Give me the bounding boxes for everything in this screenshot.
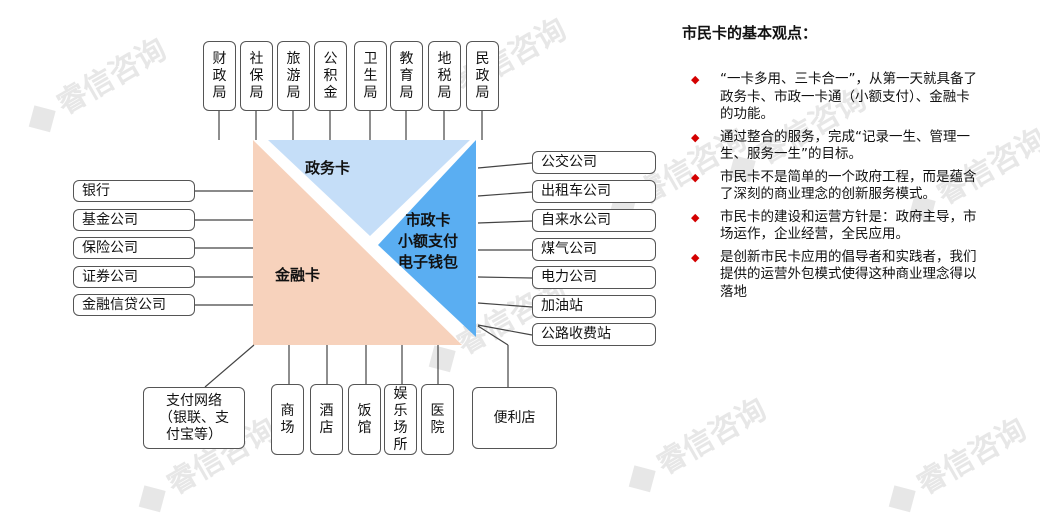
agency-box: 旅 游 局 <box>277 41 310 111</box>
diamond-bullet-icon: ◆ <box>691 250 700 264</box>
agency-box: 卫 生 局 <box>354 41 387 111</box>
service-box: 电力公司 <box>532 266 656 289</box>
municipal-card-triangle <box>378 140 476 337</box>
connector-line <box>477 276 533 279</box>
merchant-box: 饭 馆 <box>348 384 381 455</box>
financial-box: 证券公司 <box>73 266 195 288</box>
diagram-svg <box>195 111 533 388</box>
government-card-label: 政务卡 <box>305 159 351 177</box>
service-box: 公路收费站 <box>532 323 656 346</box>
connector-line <box>477 191 533 197</box>
notes-panel: 市民卡的基本观点： ◆ “一卡多用、三卡合一”，从第一天就具备了政务卡、市政一卡通… <box>682 22 982 306</box>
merchant-box: 医 院 <box>421 384 454 455</box>
merchant-box: 娱 乐 场 所 <box>384 384 417 455</box>
diamond-bullet-icon: ◆ <box>691 170 700 184</box>
agency-box: 社 保 局 <box>240 41 273 111</box>
financial-box: 银行 <box>73 180 195 202</box>
municipal-card-label: 市政卡 小额支付 电子钱包 <box>398 211 459 271</box>
merchant-box: 支付网络 （银联、支 付宝等） <box>143 387 245 449</box>
merchant-box: 便利店 <box>472 387 557 449</box>
service-box: 出租车公司 <box>532 180 656 203</box>
merchant-box: 商 场 <box>271 384 304 455</box>
connector-line <box>477 325 509 346</box>
connector-line <box>477 302 533 308</box>
note-text: 市民卡不是简单的一个政府工程，而是蕴含了深刻的商业理念的创新服务模式。 <box>720 168 977 203</box>
financial-box: 保险公司 <box>73 237 195 259</box>
note-item: ◆ 市民卡不是简单的一个政府工程，而是蕴含了深刻的商业理念的创新服务模式。 <box>682 169 982 204</box>
connector-line <box>477 324 533 336</box>
agency-box: 民 政 局 <box>466 41 499 111</box>
diamond-bullet-icon: ◆ <box>691 130 700 144</box>
agency-box: 公 积 金 <box>314 41 347 111</box>
agency-box: 地 税 局 <box>428 41 461 111</box>
financial-box: 基金公司 <box>73 209 195 231</box>
note-item: ◆ 通过整合的服务，完成“记录一生、管理一生、服务一生”的目标。 <box>682 129 982 164</box>
diamond-bullet-icon: ◆ <box>691 73 700 86</box>
finance-card-triangle <box>253 140 462 345</box>
service-box: 公交公司 <box>532 151 656 174</box>
service-box: 加油站 <box>532 295 656 318</box>
note-text: 是创新市民卡应用的倡导者和实践者，我们提供的运营外包模式使得这种商业理念得以落地 <box>720 248 977 300</box>
note-text: 市民卡的建设和运营方针是：政府主导，市场运作，企业经营，全民应用。 <box>720 208 977 243</box>
finance-card-label: 金融卡 <box>275 266 321 284</box>
notes-list: ◆ “一卡多用、三卡合一”，从第一天就具备了政务卡、市政一卡通（小额支付）、金融卡… <box>682 71 982 301</box>
connector-line <box>477 220 533 224</box>
service-box: 自来水公司 <box>532 209 656 232</box>
watermark-logo-icon <box>138 484 166 512</box>
watermark-logo-icon <box>888 484 916 512</box>
notes-title: 市民卡的基本观点： <box>682 24 818 42</box>
agency-box: 教 育 局 <box>390 41 423 111</box>
agency-box: 财 政 局 <box>203 41 236 111</box>
connector-line <box>477 162 533 169</box>
government-card-triangle <box>268 140 470 236</box>
note-text: 通过整合的服务，完成“记录一生、管理一生、服务一生”的目标。 <box>720 128 970 163</box>
merchant-box: 酒 店 <box>310 384 343 455</box>
financial-box: 金融信贷公司 <box>73 294 195 316</box>
note-item: ◆ 市民卡的建设和运营方针是：政府主导，市场运作，企业经营，全民应用。 <box>682 209 982 244</box>
diagram-canvas: 睿信咨询睿信咨询睿信咨询睿信咨询睿信咨询睿信咨询睿信咨询睿信咨询睿信咨询财 政 … <box>28 12 1040 512</box>
diamond-bullet-icon: ◆ <box>691 210 700 224</box>
service-box: 煤气公司 <box>532 238 656 261</box>
note-text: “一卡多用、三卡合一”，从第一天就具备了政务卡、市政一卡通（小额支付）、金融卡的… <box>720 71 977 122</box>
note-item: ◆ “一卡多用、三卡合一”，从第一天就具备了政务卡、市政一卡通（小额支付）、金融卡… <box>682 71 982 124</box>
connector-line <box>204 344 255 388</box>
note-item: ◆ 是创新市民卡应用的倡导者和实践者，我们提供的运营外包模式使得这种商业理念得以落… <box>682 249 982 302</box>
